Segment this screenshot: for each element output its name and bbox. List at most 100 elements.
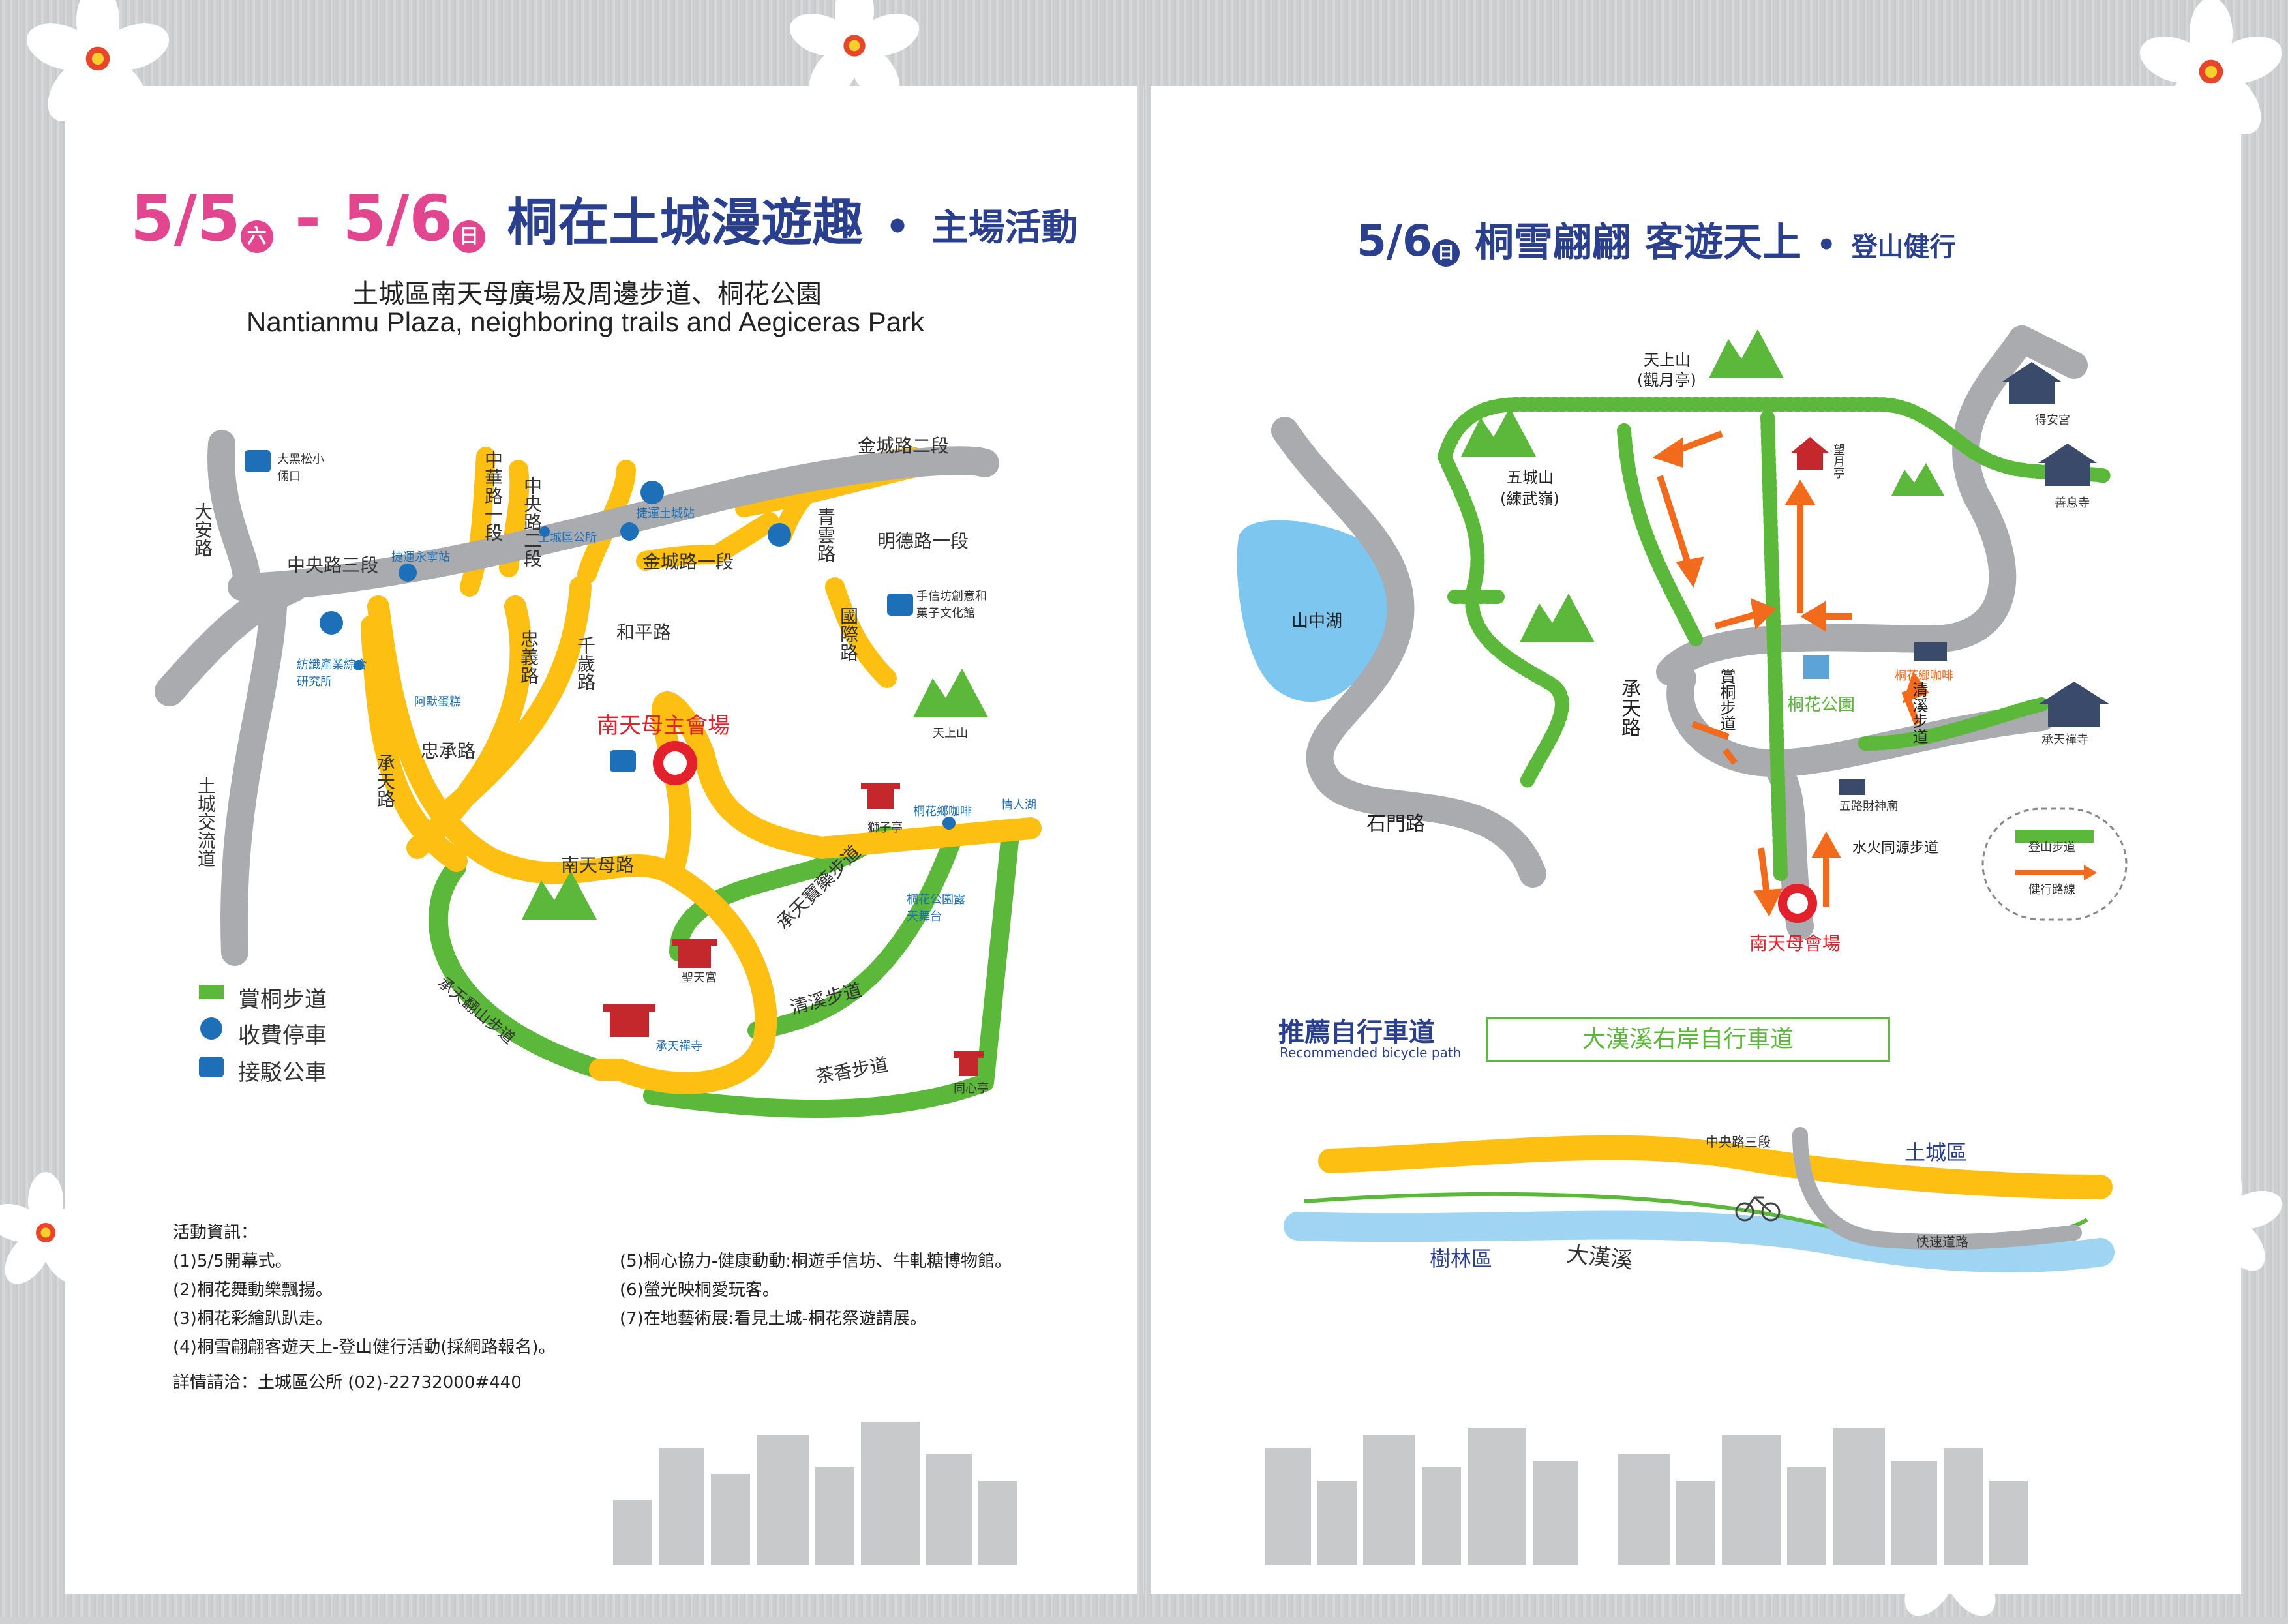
label-tucheng-interchange: 土城交流道 [195, 776, 217, 867]
info-item-7: (7)在地藝術展:看見土城-桐花祭遊請展。 [620, 1309, 927, 1329]
right-date: 5/6 [1357, 216, 1432, 266]
info-item-1: (1)5/5開幕式。 [173, 1252, 292, 1271]
trail-tea [643, 819, 1020, 1118]
bike-route-box: 大漢溪右岸自行車道 [1486, 1017, 1890, 1062]
label-mingde: 明德路一段 [877, 530, 969, 552]
right-day-badge: 日 [1432, 239, 1460, 267]
label-dean-temple: 得安宮 [2035, 414, 2070, 427]
lake [1237, 520, 1390, 702]
label-tianshang: 天上山 [1644, 351, 1691, 369]
road-chengtian [361, 615, 468, 872]
hiking-trail-right [1858, 697, 2049, 751]
legend-bus-label: 接駁公車 [238, 1060, 327, 1086]
road-guoji [825, 577, 897, 688]
bus-icon [245, 450, 913, 772]
label-qingyun: 青雲路 [815, 507, 836, 562]
bike-label-shulin: 樹林區 [1430, 1246, 1493, 1271]
road-zhonghua1 [460, 447, 496, 597]
label-qiansui: 千歲路 [575, 636, 596, 691]
info-item-4: (4)桐雪翩翩客遊天上-登山健行活動(採網路報名)。 [173, 1338, 556, 1357]
label-shuihuo-trail: 水火同源步道 [1852, 840, 1939, 856]
bike-label-zhongyang3: 中央路三段 [1706, 1134, 1771, 1150]
bike-road-yellow [1318, 1135, 2113, 1199]
hiking-trail-vertical [1760, 410, 1788, 881]
road-shimen [1271, 417, 1546, 888]
label-shanxi-temple: 善息寺 [2055, 496, 2090, 510]
label-park-stage: 桐花公園露天舞台 [907, 893, 965, 924]
label-lianwu: (練武嶺) [1500, 490, 1559, 508]
label-lovers-lake: 情人湖 [1001, 798, 1036, 812]
bike-label-tucheng: 土城區 [1904, 1140, 1968, 1165]
label-zhongyang3: 中央路三段 [287, 554, 379, 576]
label-yongning-mrt: 捷運永寧站 [391, 550, 450, 564]
label-daan-road: 大安路 [192, 502, 213, 557]
venue-marker-icon [653, 741, 697, 785]
left-map [155, 430, 1042, 1118]
label-tianshang-mountain: 天上山 [933, 727, 968, 740]
label-zhongcheng: 忠承路 [421, 740, 476, 762]
label-tung-cafe: 桐花鄉咖啡 [913, 805, 972, 819]
label-lion-pavilion: 獅子亭 [867, 821, 903, 835]
label-tung-cafe-right: 桐花鄉咖啡 [1895, 669, 1953, 683]
pavilion-icon [861, 783, 984, 1076]
label-shimen-road: 石門路 [1366, 813, 1425, 835]
label-shouxinfang: 手信坊創意和菓子文化館 [916, 590, 987, 620]
label-main-venue: 南天母主會場 [597, 713, 730, 739]
label-wucheng: 五城山 [1507, 468, 1554, 487]
legend-trail-label: 賞桐步道 [238, 987, 327, 1013]
hiking-trail-mid [1617, 423, 1703, 646]
info-item-3: (3)桐花彩繪趴趴走。 [173, 1309, 333, 1329]
road-daan [207, 430, 260, 601]
label-zhonghua1: 中華路一段 [482, 450, 504, 541]
info-heading: 活動資訊： [173, 1223, 258, 1242]
legend-green-swatch [199, 985, 224, 999]
label-district-office: 土城區公所 [538, 531, 597, 545]
date-start: 5/5 [130, 182, 241, 255]
bike-expressway [1792, 1127, 2082, 1250]
info-col2: (5)桐心協力-健康動動:桐遊手信坊、牛軋糖博物館。 (6)螢光映桐愛玩客。 (… [620, 1247, 1012, 1333]
label-guoji: 國際路 [837, 607, 859, 661]
trail-chengtian [428, 858, 610, 1079]
info-item-2: (2)桐花舞動樂飄揚。 [173, 1280, 333, 1300]
road-top-right [2008, 325, 2088, 379]
pavilion-icon [1790, 437, 1829, 470]
mountain-icon [1461, 329, 1944, 642]
label-venue-right: 南天母會場 [1749, 933, 1841, 954]
date-end: 5/6 [342, 182, 453, 255]
legend-hiking-label: 登山步道 [2028, 841, 2075, 854]
label-shangtong-trail: 賞桐步道 [1717, 669, 1736, 731]
label-chengtian-temple-right: 承天禪寺 [2041, 733, 2088, 747]
info-item-6: (6)螢光映桐愛玩客。 [620, 1280, 779, 1300]
page-spine [1143, 86, 1144, 1594]
label-tongxin-pavilion: 同心亭 [954, 1082, 989, 1096]
info-col1: (1)5/5開幕式。 (2)桐花舞動樂飄揚。 (3)桐花彩繪趴趴走。 (4)桐雪… [173, 1247, 556, 1362]
title-suffix: 主場活動 [931, 207, 1078, 249]
mountain-icon [522, 669, 988, 920]
label-amo-cake: 阿默蛋糕 [414, 695, 461, 709]
label-zhongyi: 忠義路 [518, 629, 539, 684]
title-dot: • [884, 204, 911, 250]
subtitle-zh: 土城區南天母廣場及周邊步道、桐花公園 [352, 279, 822, 309]
legend-box [1981, 807, 2128, 921]
label-wulu-temple: 五路財神廟 [1839, 800, 1898, 813]
label-chengtian: 承天路 [374, 753, 396, 808]
bike-heading: 推薦自行車道 [1278, 1017, 1435, 1047]
label-guanyue: (觀月亭) [1637, 371, 1696, 389]
info-item-5: (5)桐心協力-健康動動:桐遊手信坊、牛軋糖博物館。 [620, 1252, 1012, 1271]
bike-label-river: 大漢溪 [1565, 1241, 1634, 1274]
label-zhongyang2: 中央路二段 [521, 476, 543, 567]
road-qiansui [432, 576, 592, 826]
bike-river [1284, 1210, 2115, 1272]
right-title-dot: • [1816, 227, 1837, 263]
label-qingxi-trail-right: 清溪步道 [1910, 682, 1928, 744]
legend-parking-label: 收費停車 [238, 1023, 327, 1049]
label-chengtian-road-right: 承天路 [1618, 678, 1640, 737]
label-tucheng-mrt: 捷運土城站 [636, 507, 695, 520]
label-tung-park: 桐花公園 [1787, 695, 1856, 715]
road-tucheng-interchange [220, 573, 288, 966]
bicycle-icon [1735, 1195, 1781, 1222]
parking-icon [320, 481, 791, 635]
day-end-badge: 日 [453, 220, 485, 253]
